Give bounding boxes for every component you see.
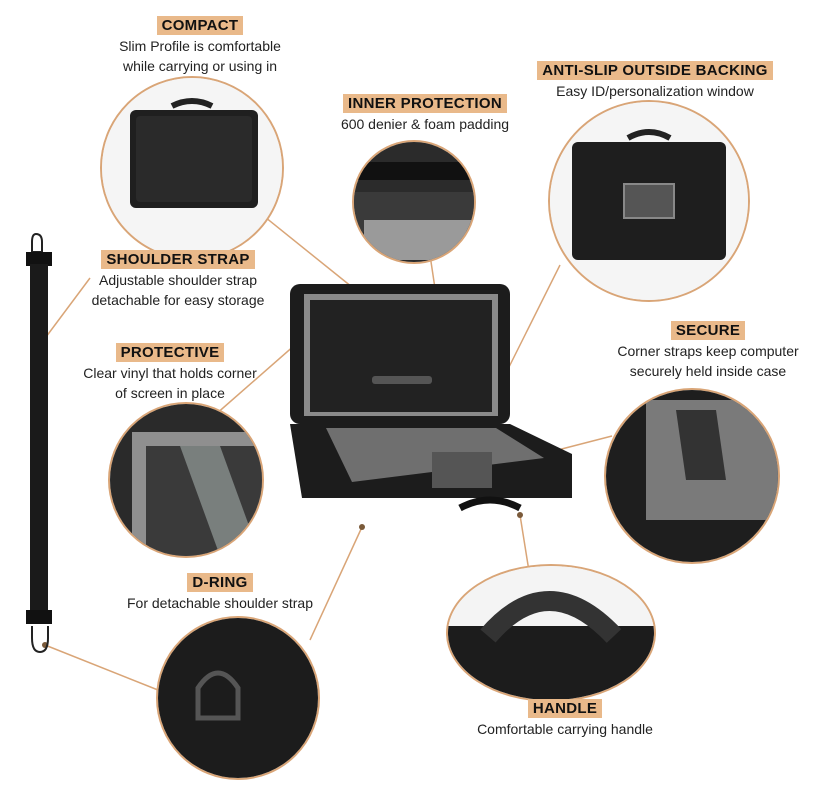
dring-line-1: For detachable shoulder strap xyxy=(127,595,313,611)
protective-vinyl-photo xyxy=(108,402,264,558)
secure-line-2: securely held inside case xyxy=(629,363,787,379)
shoulder-line-1: Adjustable shoulder strap xyxy=(99,272,257,288)
compact-case-photo xyxy=(100,76,284,260)
handle-line-1: Comfortable carrying handle xyxy=(477,721,653,737)
callout-secure: SECURE Corner straps keep computer secur… xyxy=(598,321,818,380)
callout-protective: PROTECTIVE Clear vinyl that holds corner… xyxy=(60,343,280,402)
callout-compact: COMPACT Slim Profile is comfortable whil… xyxy=(95,16,305,75)
compact-line-2: while carrying or using in xyxy=(122,58,278,74)
callout-anti-slip: ANTI-SLIP OUTSIDE BACKING Easy ID/person… xyxy=(530,61,780,100)
compact-line-1: Slim Profile is comfortable xyxy=(119,38,281,54)
callout-d-ring: D-RING For detachable shoulder strap xyxy=(110,573,330,612)
callout-inner-protection: INNER PROTECTION 600 denier & foam paddi… xyxy=(320,94,530,133)
compact-title: COMPACT xyxy=(156,16,244,35)
protective-title: PROTECTIVE xyxy=(115,343,225,362)
shoulder-line-2: detachable for easy storage xyxy=(91,292,265,308)
protective-line-2: of screen in place xyxy=(115,385,225,401)
handle-photo xyxy=(446,564,656,702)
shoulder-title: SHOULDER STRAP xyxy=(101,250,255,269)
shoulder-strap-photo xyxy=(26,232,52,654)
dring-title: D-RING xyxy=(187,573,253,592)
secure-line-1: Corner straps keep computer xyxy=(617,343,799,359)
secure-title: SECURE xyxy=(670,321,746,340)
anti-slip-back-photo xyxy=(548,100,750,302)
antislip-title: ANTI-SLIP OUTSIDE BACKING xyxy=(537,61,773,80)
laptop-in-case xyxy=(290,284,572,512)
secure-straps-photo xyxy=(604,388,780,564)
inner-line-1: 600 denier & foam padding xyxy=(340,116,510,132)
inner-padding-photo xyxy=(352,140,476,264)
handle-title: HANDLE xyxy=(527,699,603,718)
callout-handle: HANDLE Comfortable carrying handle xyxy=(440,699,690,738)
callout-shoulder-strap: SHOULDER STRAP Adjustable shoulder strap… xyxy=(78,250,278,309)
d-ring-photo xyxy=(156,616,320,780)
antislip-line-1: Easy ID/personalization window xyxy=(556,83,754,99)
protective-line-1: Clear vinyl that holds corner xyxy=(83,365,257,381)
inner-title: INNER PROTECTION xyxy=(343,94,507,113)
